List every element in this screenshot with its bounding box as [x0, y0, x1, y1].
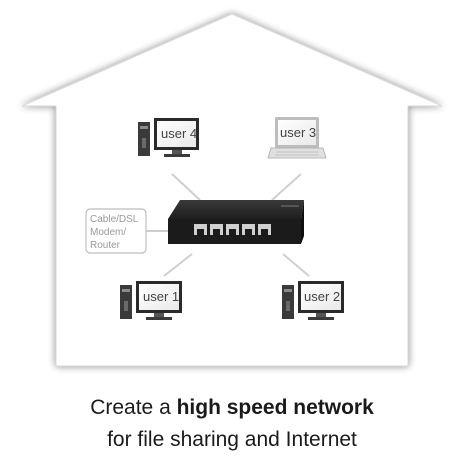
modem-line-2: Modem/ — [90, 227, 126, 238]
connector-lines — [146, 173, 310, 277]
connector-user4 — [171, 173, 201, 201]
modem-router-box: Cable/DSL Modem/ Router — [85, 208, 147, 254]
monitor-icon — [298, 281, 344, 320]
laptop-icon — [267, 117, 327, 159]
user-3-label: user 3 — [280, 125, 316, 140]
modem-line-3: Router — [90, 240, 121, 251]
desktop-user-1: user 1 — [120, 281, 182, 320]
modem-line-1: Cable/DSL — [90, 214, 139, 225]
network-switch-icon — [168, 200, 304, 244]
monitor-icon — [136, 281, 182, 320]
computer-tower-icon — [282, 285, 294, 319]
user-2-label: user 2 — [304, 289, 340, 304]
desktop-user-4: user 4 — [138, 118, 199, 157]
laptop-user-3: user 3 — [267, 117, 327, 159]
connector-user3 — [271, 173, 302, 201]
caption-line-2: for file sharing and Internet — [107, 428, 357, 451]
user-1-label: user 1 — [143, 289, 179, 304]
caption-line-1: Create a high speed network — [0, 392, 464, 424]
computer-tower-icon — [120, 285, 132, 319]
desktop-user-2: user 2 — [282, 281, 344, 320]
monitor-icon — [154, 118, 199, 157]
caption-prefix: Create a — [90, 396, 177, 419]
caption: Create a high speed network for file sha… — [0, 392, 464, 456]
caption-bold: high speed network — [176, 396, 374, 419]
connector-user2 — [282, 253, 310, 277]
connector-user1 — [163, 253, 193, 277]
user-4-label: user 4 — [161, 126, 197, 141]
computer-tower-icon — [138, 122, 150, 156]
house-outline — [21, 13, 443, 367]
